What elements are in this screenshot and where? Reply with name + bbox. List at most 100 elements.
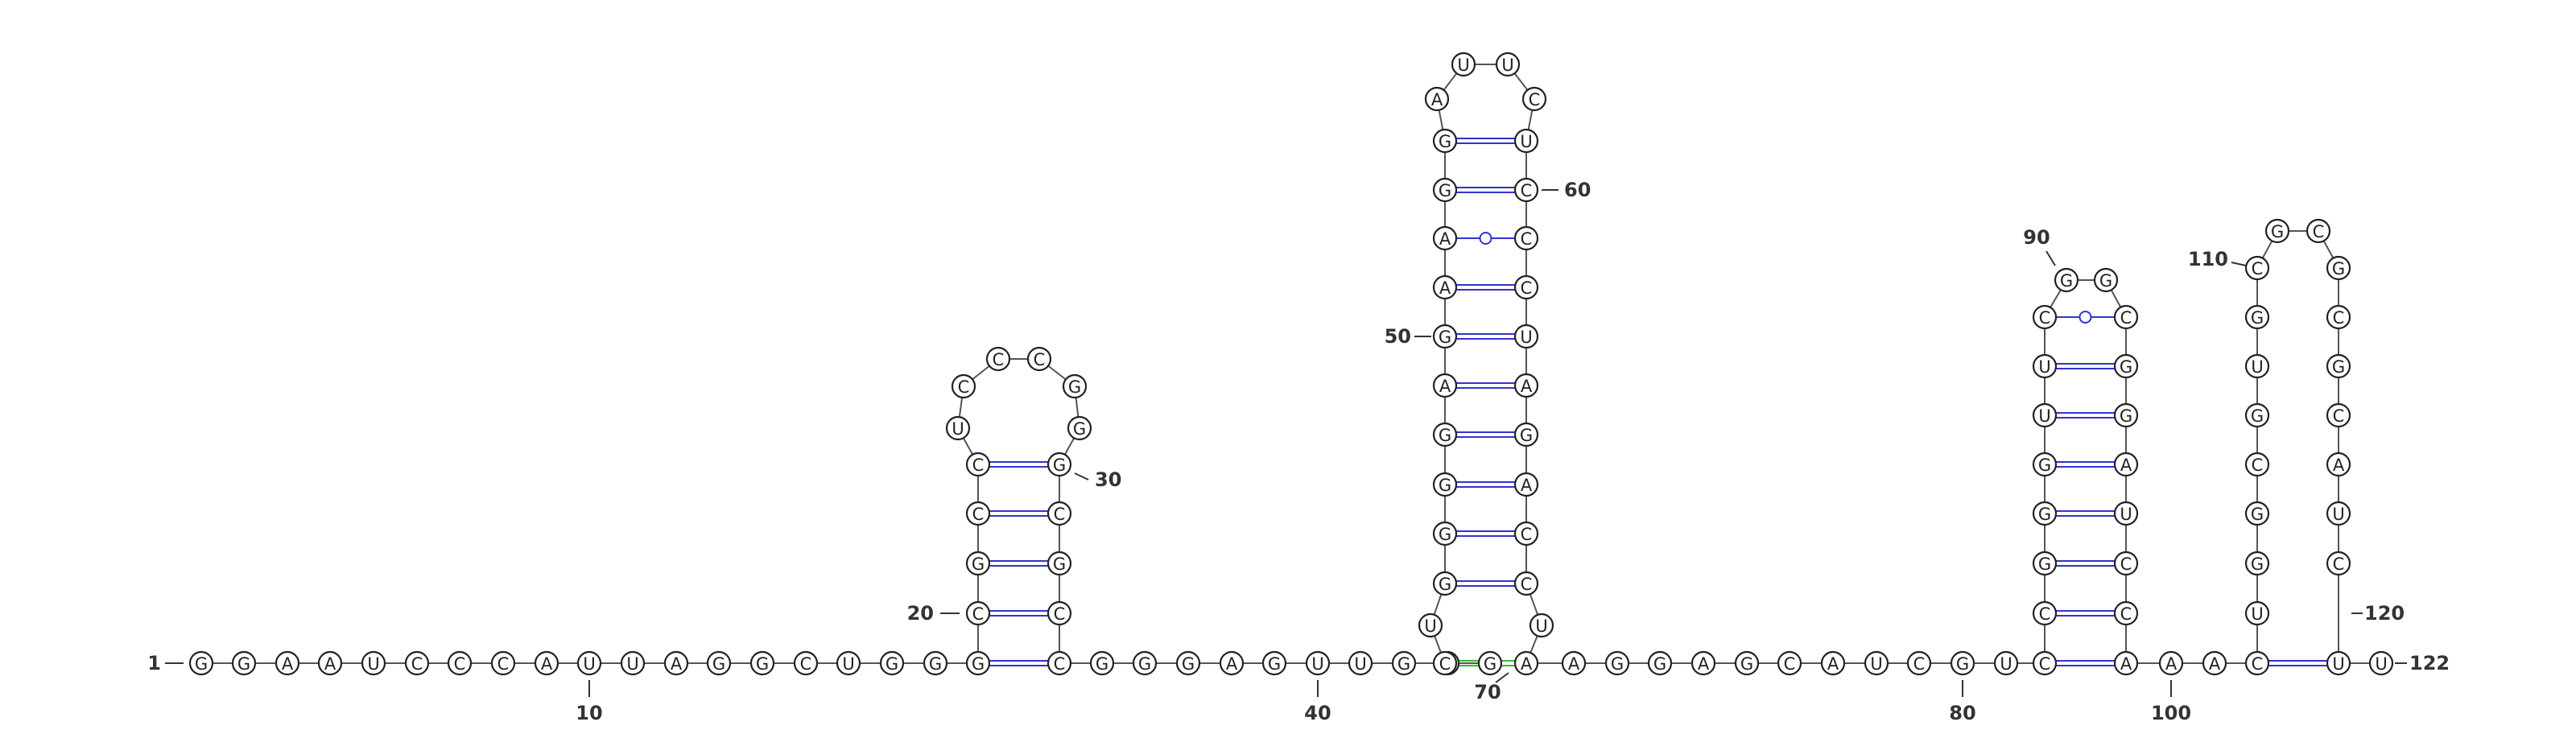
- nucleotide-circle: [1521, 86, 1547, 112]
- nucleotide-number-label: 1: [147, 652, 161, 674]
- nucleotide: A: [2202, 650, 2227, 676]
- nucleotide-circle: [749, 650, 775, 676]
- nucleotide-circle: [2158, 650, 2184, 676]
- nucleotide-circle: [2244, 600, 2270, 626]
- nucleotide-letter: U: [2375, 654, 2387, 674]
- nucleotide-circle: [2326, 353, 2351, 379]
- nucleotide-circle: [1513, 324, 1539, 349]
- nucleotide-circle: [1820, 650, 1846, 676]
- nucleotide-circle: [1089, 650, 1115, 676]
- nucleotide-letter: C: [1521, 181, 1533, 200]
- nucleotide-circle: [1432, 177, 1458, 203]
- nucleotide-letter: G: [2332, 259, 2345, 278]
- nucleotide: G: [2113, 402, 2139, 428]
- nucleotide: G: [2244, 402, 2270, 428]
- nucleotide-letter: U: [1311, 654, 1323, 674]
- nucleotide: A: [1219, 650, 1245, 676]
- nucleotide-circle: [2244, 402, 2270, 428]
- nucleotide-circle: [404, 650, 430, 676]
- nucleotide: G: [1647, 650, 1673, 676]
- nucleotide-letter: C: [1529, 90, 1541, 109]
- nucleotide-letter: A: [282, 654, 294, 674]
- nucleotide: C: [2032, 650, 2058, 676]
- nucleotide-letter: U: [367, 654, 379, 674]
- nucleotide-circle: [447, 650, 473, 676]
- nucleotide: G: [2054, 267, 2079, 293]
- nucleotide: G: [1432, 324, 1458, 349]
- nucleotide-circle: [1513, 128, 1539, 154]
- nucleotide-letter: G: [756, 654, 769, 674]
- nucleotide-circle: [1906, 650, 1932, 676]
- nucleotide: A: [663, 650, 689, 676]
- nucleotide-circle: [1529, 612, 1554, 638]
- nucleotide-letter: G: [2271, 222, 2284, 241]
- nucleotide: C: [1521, 86, 1547, 112]
- nucleotide-circle: [1046, 501, 1072, 526]
- nucleotide-letter: C: [2252, 456, 2264, 475]
- nucleotide-letter: G: [2099, 271, 2112, 291]
- nucleotide-letter: A: [1439, 377, 1451, 396]
- nucleotide: C: [793, 650, 819, 676]
- nucleotide-letter: A: [2209, 654, 2221, 674]
- nucleotide: U: [836, 650, 861, 676]
- nucleotide-letter: G: [929, 654, 942, 674]
- nucleotide: G: [749, 650, 775, 676]
- nucleotide-circle: [1418, 612, 1443, 638]
- nucleotide: G: [2264, 218, 2290, 244]
- nucleotide-circle: [1132, 650, 1158, 676]
- nucleotide-circle: [2032, 501, 2058, 526]
- nucleotide: U: [2032, 402, 2058, 428]
- nucleotide: C: [965, 501, 991, 526]
- nucleotide-letter: C: [800, 654, 812, 674]
- nucleotide-letter: G: [1397, 654, 1410, 674]
- nucleotide: U: [2032, 353, 2058, 379]
- nucleotide-letter: C: [1521, 229, 1533, 249]
- nucleotide: C: [2326, 304, 2351, 330]
- nucleotide: C: [1432, 650, 1458, 676]
- nucleotide: G: [1477, 650, 1503, 676]
- nucleotide-letter: G: [972, 555, 985, 574]
- nucleotide-circle: [2113, 353, 2139, 379]
- nucleotide-letter: C: [2120, 555, 2132, 574]
- nucleotide-number-label: 20: [907, 602, 934, 625]
- nucleotide-circle: [2326, 452, 2351, 477]
- nucleotide-circle: [2326, 551, 2351, 576]
- nucleotide: A: [1432, 373, 1458, 398]
- nucleotide-letter: G: [1439, 575, 1451, 594]
- nucleotide-letter: A: [324, 654, 336, 674]
- nucleotide-letter: A: [2333, 456, 2345, 475]
- nucleotide-letter: U: [1354, 654, 1366, 674]
- wobble-pair-marker: [2079, 311, 2092, 324]
- nucleotide-letter: G: [972, 654, 985, 674]
- nucleotide-letter: U: [1501, 56, 1513, 75]
- nucleotide: U: [1495, 52, 1521, 77]
- numbering-tick: [2231, 262, 2247, 266]
- nucleotide-letter: C: [1054, 654, 1066, 674]
- nucleotide-letter: C: [2120, 604, 2132, 624]
- nucleotide-circle: [2326, 501, 2351, 526]
- nucleotide-circle: [2306, 218, 2331, 244]
- nucleotide-letter: A: [1226, 654, 1238, 674]
- nucleotide-letter: C: [2120, 308, 2132, 328]
- nucleotide: G: [1391, 650, 1417, 676]
- nucleotide: A: [1513, 373, 1539, 398]
- nucleotide: C: [965, 600, 991, 626]
- nucleotide-letter: G: [1439, 328, 1451, 347]
- nucleotide-letter: U: [2038, 357, 2050, 377]
- nucleotide: U: [620, 650, 646, 676]
- nucleotide-letter: C: [993, 350, 1005, 369]
- nucleotide: U: [1305, 650, 1331, 676]
- nucleotide-circle: [1513, 274, 1539, 300]
- nucleotide: C: [2113, 304, 2139, 330]
- nucleotide-circle: [2113, 452, 2139, 477]
- nucleotide-circle: [1432, 373, 1458, 398]
- nucleotide-circle: [1495, 52, 1521, 77]
- nucleotide: U: [2113, 501, 2139, 526]
- nucleotide: U: [2368, 650, 2394, 676]
- nucleotide-circle: [620, 650, 646, 676]
- nucleotide-number-label: 122: [2409, 652, 2450, 674]
- nucleotide-circle: [2113, 650, 2139, 676]
- nucleotide-letter: G: [2251, 505, 2264, 524]
- nucleotide: G: [1089, 650, 1115, 676]
- nucleotide: G: [1046, 452, 1072, 477]
